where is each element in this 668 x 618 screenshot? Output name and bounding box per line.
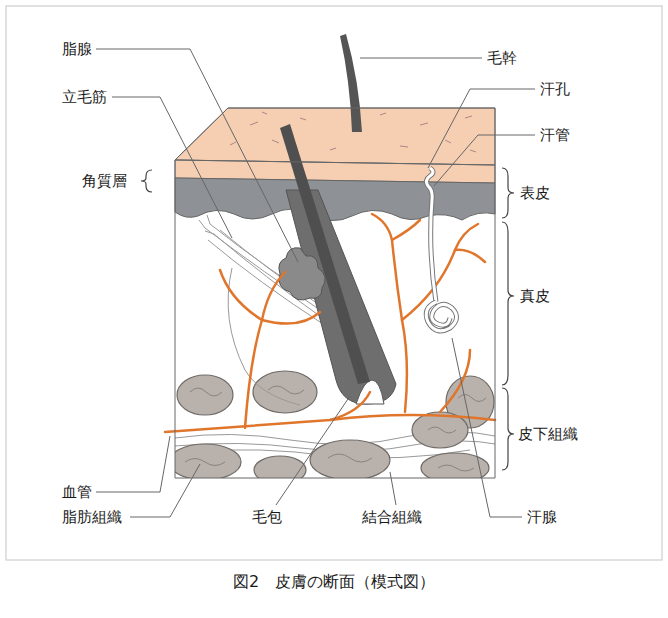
part-label: 脂腺 xyxy=(62,40,92,58)
part-label: 結合組織 xyxy=(362,508,422,526)
bracket xyxy=(141,168,514,470)
fat-tissue xyxy=(175,371,494,478)
part-label: 真皮 xyxy=(520,287,550,305)
sweat-gland xyxy=(426,168,456,331)
hair-shaft xyxy=(340,34,362,132)
part-label: 汗管 xyxy=(540,126,570,144)
part-label: 皮下組織 xyxy=(518,425,578,443)
block-edge xyxy=(175,160,495,165)
epidermis xyxy=(175,178,495,221)
part-label: 血管 xyxy=(62,483,92,501)
part-label: 立毛筋 xyxy=(62,88,107,106)
part-label: 毛包 xyxy=(252,508,282,526)
blood-vessel xyxy=(165,214,495,432)
part-label: 汗孔 xyxy=(540,80,570,98)
part-label: 汗腺 xyxy=(527,508,557,526)
part-label: 表皮 xyxy=(520,184,550,202)
part-label: 角質層 xyxy=(82,172,127,190)
skin-block-outline xyxy=(175,108,495,478)
dermis-ground xyxy=(175,160,495,478)
figure-frame xyxy=(6,6,662,560)
part-label: 脂肪組織 xyxy=(62,508,122,526)
sebaceous-gland xyxy=(279,248,325,300)
part-label: 毛幹 xyxy=(487,49,517,67)
leader-line xyxy=(96,49,535,517)
skin-surface xyxy=(175,108,495,165)
figure-caption: 図2 皮膚の断面（模式図） xyxy=(233,572,435,592)
